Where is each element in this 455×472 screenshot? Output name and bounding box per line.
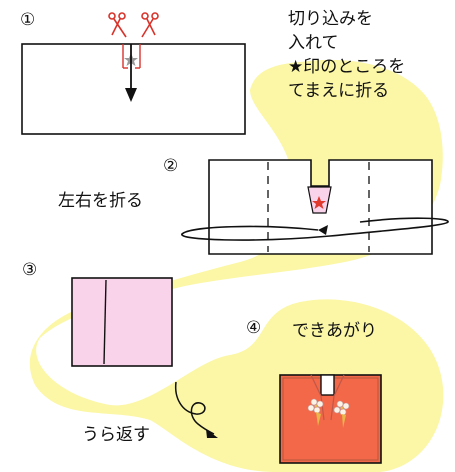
step1-line1: 切り込みを — [288, 9, 373, 29]
fold-arrow-icon — [181, 217, 449, 241]
flip-arrow-icon — [174, 381, 215, 435]
step1-line2: 入れて — [288, 33, 339, 53]
step1-number: ① — [20, 10, 36, 30]
kimono-collar — [310, 374, 345, 421]
kimono-collar-notch — [320, 374, 335, 396]
step3-paper — [71, 277, 173, 367]
flower-icon — [333, 400, 350, 416]
scissors-icon — [141, 12, 159, 38]
step1-line4: てまえに折る — [288, 81, 390, 101]
step3-fold-edge — [103, 279, 107, 365]
scissors-icon — [108, 12, 127, 38]
star-icon — [312, 196, 326, 209]
step2-number: ② — [163, 156, 179, 176]
fold-arrow-head — [125, 88, 137, 102]
step2-instruction: 左右を折る — [58, 191, 143, 211]
step4-instruction: できあがり — [292, 321, 377, 341]
step4-number: ④ — [246, 318, 262, 338]
ribbon-icon — [316, 412, 346, 428]
step3-number: ③ — [22, 260, 38, 280]
step1-line3: ★印のところを — [288, 57, 406, 77]
step3-instruction: うら返す — [82, 425, 150, 445]
fold-arrow-head — [318, 225, 328, 235]
flip-arrow-head — [206, 429, 218, 438]
